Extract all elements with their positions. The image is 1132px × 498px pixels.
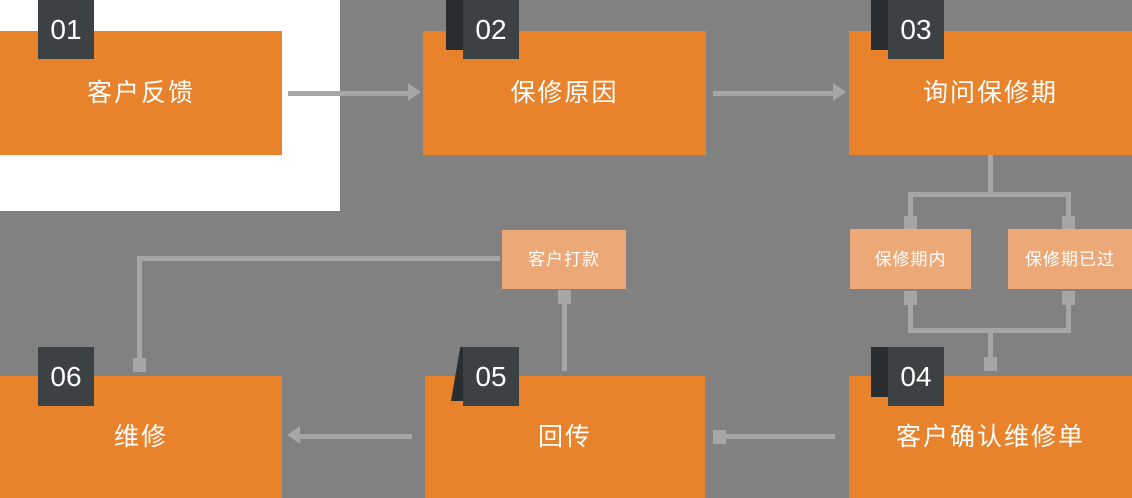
connector-split-right-drop — [1066, 192, 1071, 220]
connector-merge-right-drop — [1066, 296, 1071, 331]
connector-split-left-drop — [908, 192, 913, 220]
branch-label-within-warranty: 保修期内 — [874, 249, 947, 269]
step-badge-shadow-02 — [446, 0, 468, 50]
node-label-customer-payment: 客户打款 — [528, 250, 600, 269]
step-badge-05: 05 — [463, 347, 519, 406]
connector-step04-to-step05-line — [722, 434, 835, 439]
branch-label-warranty-expired: 保修期已过 — [1025, 249, 1115, 269]
step-label-02: 保修原因 — [510, 78, 619, 107]
connector-step05-to-step06-line — [300, 434, 412, 439]
connector-step05-to-step06-arrowhead — [287, 426, 300, 444]
connector-step04-to-step05-endpoint — [713, 430, 726, 444]
connector-split-right-endpoint — [1062, 216, 1075, 230]
step-label-05: 回传 — [537, 422, 592, 451]
step-number-03: 03 — [900, 13, 932, 45]
step-badge-shadow-03 — [871, 0, 893, 50]
step-box-01[interactable]: 客户反馈 — [0, 31, 282, 155]
branch-box-within-warranty[interactable]: 保修期内 — [850, 229, 971, 289]
connector-payment-to-step06-vertical — [137, 256, 142, 361]
connector-step03-split-stem — [988, 152, 993, 195]
step-label-03: 询问保修期 — [922, 78, 1058, 107]
connector-step03-split-bar — [908, 192, 1071, 197]
step-number-01: 01 — [50, 13, 82, 45]
step-label-01: 客户反馈 — [86, 78, 195, 107]
connector-merge-left-drop — [908, 296, 913, 331]
step-badge-03: 03 — [888, 0, 944, 59]
branch-box-warranty-expired[interactable]: 保修期已过 — [1008, 229, 1132, 289]
connector-payment-to-step06-horizontal — [137, 256, 500, 261]
connector-step01-to-step02-line — [288, 91, 410, 96]
step-number-04: 04 — [900, 360, 932, 392]
step-number-02: 02 — [475, 13, 507, 45]
connector-merge-to-step04-stem — [988, 328, 993, 362]
step-badge-02: 02 — [463, 0, 519, 59]
connector-payment-to-step05-line — [562, 294, 567, 371]
connector-payment-to-step06-endpoint — [133, 358, 146, 372]
connector-step01-to-step02-arrowhead — [408, 83, 421, 101]
step-label-06: 维修 — [113, 422, 168, 451]
step-number-05: 05 — [475, 360, 507, 392]
connector-step02-to-step03-line — [713, 91, 835, 96]
connector-split-left-endpoint — [904, 216, 917, 230]
connector-merge-to-step04-endpoint — [984, 357, 997, 371]
step-label-04: 客户确认维修单 — [895, 422, 1085, 451]
step-badge-01: 01 — [38, 0, 94, 59]
step-badge-shadow-04 — [871, 347, 893, 397]
node-box-customer-payment[interactable]: 客户打款 — [502, 230, 626, 289]
step-number-06: 06 — [50, 360, 82, 392]
connector-step02-to-step03-arrowhead — [833, 83, 846, 101]
step-badge-06: 06 — [38, 347, 94, 406]
step-badge-04: 04 — [888, 347, 944, 406]
